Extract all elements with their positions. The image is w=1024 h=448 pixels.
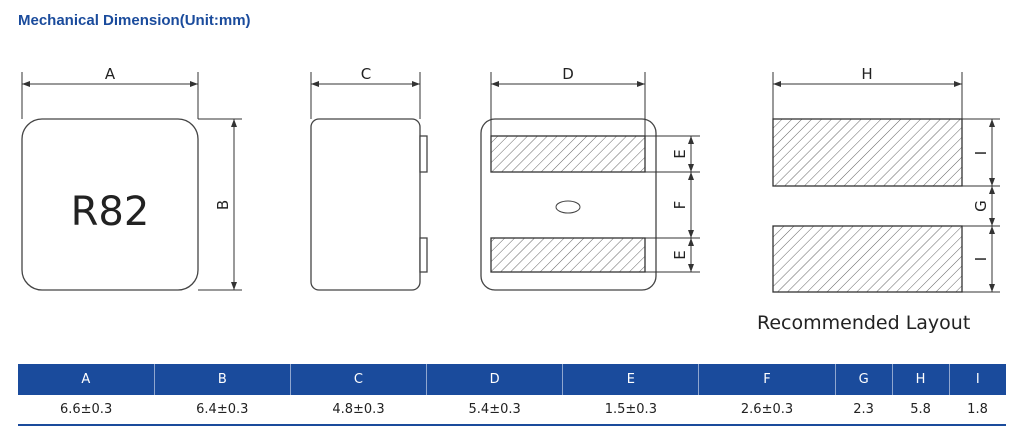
table-header-row: A B C D E F G H I (18, 364, 1006, 395)
table-header: B (153, 364, 291, 395)
table-cell: 5.8 (892, 395, 950, 426)
bottom-view: D E F E (480, 65, 700, 291)
recommended-layout-label: Recommended Layout (757, 312, 971, 334)
table-cell: 5.4±0.3 (426, 395, 563, 426)
table-cell: 4.8±0.3 (290, 395, 427, 426)
dim-label-e: E (671, 250, 689, 259)
table-header: D (426, 364, 563, 395)
table-header: I (948, 364, 1006, 395)
section-title: Mechanical Dimension(Unit:mm) (18, 12, 251, 29)
dim-label-c: C (361, 65, 371, 83)
table-header: F (698, 364, 836, 395)
table-cell: 1.8 (949, 395, 1006, 426)
table-cell: 1.5±0.3 (562, 395, 699, 426)
part-marking: R82 (71, 189, 150, 235)
dim-label-i: I (972, 257, 990, 261)
dim-label-h: H (861, 65, 872, 83)
dim-label-i: I (972, 151, 990, 155)
table-header: A (18, 364, 155, 395)
dim-label-g: G (972, 200, 990, 212)
table-header: E (562, 364, 699, 395)
table-cell: 6.4±0.3 (154, 395, 291, 426)
table-row: 6.6±0.3 6.4±0.3 4.8±0.3 5.4±0.3 1.5±0.3 … (18, 395, 1006, 426)
table-header: G (834, 364, 893, 395)
dimension-table: A B C D E F G H I 6.6±0.3 6.4±0.3 4.8±0.… (18, 364, 1006, 426)
recommended-layout-drawing: H I G I (772, 65, 1000, 293)
top-view: R82 A B (21, 65, 242, 291)
dim-label-b: B (214, 200, 232, 210)
table-cell: 2.6±0.3 (698, 395, 836, 426)
dim-label-e: E (671, 149, 689, 158)
table-header: H (891, 364, 950, 395)
dim-label-a: A (105, 65, 116, 83)
table-cell: 2.3 (835, 395, 893, 426)
table-header: C (289, 364, 427, 395)
side-view: C (310, 65, 428, 291)
dim-label-f: F (671, 201, 689, 210)
table-cell: 6.6±0.3 (18, 395, 155, 426)
dim-label-d: D (562, 65, 574, 83)
